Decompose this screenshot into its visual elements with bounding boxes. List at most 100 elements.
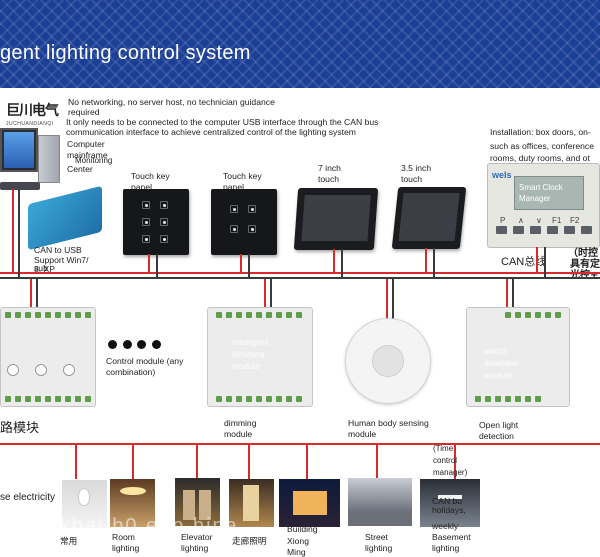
- human-sensing-label-1: Human body sensing: [348, 418, 429, 428]
- basement-label-1: Basement: [432, 532, 471, 542]
- bus-drop: [544, 247, 546, 279]
- common-label: 常用: [60, 537, 78, 547]
- timer-side-line-3: 光控+: [570, 270, 599, 281]
- open-light-label-2: detection: [479, 431, 514, 441]
- load-drop: [376, 445, 378, 479]
- can-usb-converter-icon: [28, 185, 102, 251]
- bus-drop: [156, 254, 158, 279]
- intro-line-2: required: [68, 107, 100, 117]
- load-bus-line: [0, 443, 600, 445]
- street-lighting-image: [348, 478, 412, 526]
- control-module-label-1: Control module (any: [106, 356, 184, 366]
- time-control-3: manager): [433, 468, 468, 477]
- bus-drop: [536, 247, 538, 274]
- clock-key-f2: F2: [570, 216, 580, 225]
- building-label-3: Ming: [287, 547, 306, 557]
- building-label-1: Building: [287, 524, 318, 534]
- bus-drop: [30, 279, 32, 309]
- switch-detection-text-1: switch: [484, 346, 508, 356]
- intro-line-3: It only needs to be connected to the com…: [66, 117, 379, 127]
- installation-line-1: Installation: box doors, on-: [490, 127, 591, 137]
- logo-subtitle: JUCHUANDIANQI: [6, 121, 54, 127]
- bus-drop: [512, 279, 514, 309]
- touch-key-panel-2: [211, 189, 277, 255]
- intelligent-dimming-text-1: Intelligent: [232, 337, 269, 347]
- clock-lcd: Smart Clock Manager: [514, 176, 584, 210]
- load-drop: [306, 445, 308, 479]
- clock-key-f1: F1: [552, 216, 562, 225]
- three-five-inch-touch-screen: [391, 187, 467, 249]
- ellipsis-dot: [123, 340, 132, 349]
- street-label-1: Street: [365, 532, 388, 542]
- room-label-2: lighting: [112, 543, 140, 553]
- use-electricity-label: se electricity: [0, 492, 56, 503]
- bus-drop: [12, 189, 14, 274]
- corridor-lighting-image: [229, 479, 274, 527]
- open-light-label-1: Open light: [479, 420, 519, 430]
- human-body-sensor-icon: [345, 318, 431, 404]
- room-label-1: Room: [112, 532, 135, 542]
- brand-logo: 巨川电气 JUCHUANDIANQI: [6, 100, 66, 127]
- switch-detection-module: [466, 307, 570, 407]
- common-lighting-image: [62, 480, 107, 528]
- installation-line-3: rooms, duty rooms, and ot: [490, 153, 590, 163]
- clock-key-up: ∧: [518, 216, 524, 225]
- timer-side-line-1: （时控: [568, 248, 598, 259]
- intelligent-dimming-text-2: dimming: [232, 349, 265, 359]
- touch-key-panel-1: [123, 189, 189, 255]
- can-bus-line-lower: [0, 277, 600, 279]
- bus-drop: [392, 279, 394, 319]
- load-drop: [248, 445, 250, 479]
- bus-drop: [148, 254, 150, 274]
- converter-line-1: CAN to USB: [34, 245, 82, 255]
- room-lighting-image: [110, 479, 155, 527]
- clock-screen-line-1: Smart Clock: [519, 183, 563, 192]
- installation-line-2: such as offices, conference: [490, 141, 594, 151]
- bus-drop: [386, 279, 388, 319]
- bus-drop: [18, 189, 20, 279]
- building-label-2: Xiong: [287, 536, 309, 546]
- load-drop: [454, 445, 456, 479]
- dimming-module-label-1: dimming: [224, 418, 257, 428]
- dimming-module-label-2: module: [224, 429, 253, 439]
- bus-drop: [36, 279, 38, 309]
- timer-side-line-2: 具有定: [570, 259, 600, 270]
- ellipsis-dot: [108, 340, 117, 349]
- clock-key-p: P: [500, 216, 506, 225]
- computer-label: Computer: [67, 139, 105, 149]
- bus-drop: [248, 254, 250, 279]
- monitoring-label: Monitoring: [75, 156, 113, 165]
- elevator-label-1: Elevator: [181, 532, 213, 542]
- can-bus-line-upper: [0, 272, 600, 274]
- intelligent-dimming-module: [207, 307, 313, 407]
- bus-drop: [433, 248, 435, 279]
- bus-drop: [240, 254, 242, 274]
- watermark-text: kbai b0 eep hina: [60, 515, 239, 537]
- keyboard-icon: [0, 182, 40, 190]
- basement-label-2: lighting: [432, 543, 460, 553]
- ellipsis-dot: [137, 340, 146, 349]
- holidays-label: holidays,: [432, 505, 466, 515]
- bus-drop: [341, 249, 343, 279]
- control-module-label-2: combination): [106, 367, 156, 377]
- center-label: Center: [67, 164, 93, 174]
- can-bu-label: CAN bu: [432, 496, 463, 506]
- route-module-label: 路模块: [0, 421, 40, 436]
- basement-lighting-image: [420, 479, 480, 527]
- computer-tower-icon: [38, 135, 60, 183]
- bus-drop: [264, 279, 266, 309]
- smart-clock-manager: wels Smart Clock Manager P ∧ ∨ F1 F2: [487, 163, 600, 248]
- elevator-label-2: lighting: [181, 543, 209, 553]
- intro-line-1: No networking, no server host, no techni…: [68, 97, 275, 107]
- can-bus-label: CAN总线: [501, 256, 547, 268]
- bus-drop: [270, 279, 272, 309]
- clock-brand-logo: wels: [492, 170, 512, 180]
- logo-mark: 巨川电气: [6, 103, 59, 119]
- control-module-left: [0, 307, 96, 407]
- clock-screen-line-2: Manager: [519, 194, 551, 203]
- street-label-2: lighting: [365, 543, 393, 553]
- intro-line-4: communication interface to achieve centr…: [66, 127, 356, 137]
- human-sensing-label-2: module: [348, 429, 377, 439]
